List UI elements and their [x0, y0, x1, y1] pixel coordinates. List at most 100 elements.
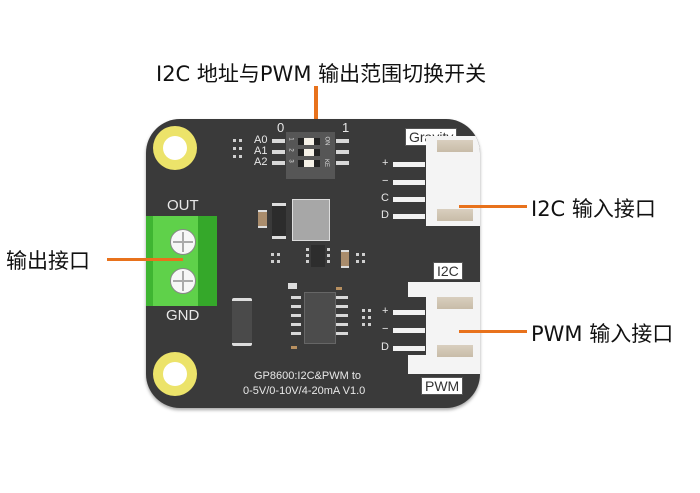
- dip-pad: [336, 139, 349, 143]
- power-diode: [232, 298, 252, 346]
- model-text-line2: 0-5V/0-10V/4-20mA V1.0: [243, 385, 366, 397]
- dip-pad: [336, 150, 349, 154]
- smd-pad: [362, 253, 365, 256]
- pwm-pin-plus: +: [382, 305, 389, 317]
- smd-pad: [362, 316, 365, 319]
- main-ic: [304, 292, 336, 344]
- smd-pad: [306, 248, 309, 251]
- dip-label-zero: 0: [277, 120, 285, 135]
- dip-toggle-3[interactable]: [298, 160, 320, 167]
- pwm-latch-top: [437, 297, 473, 309]
- smd-pad: [277, 260, 280, 263]
- smd-pad: [239, 155, 242, 158]
- dip-num-1: 1: [287, 137, 294, 141]
- dip-pad: [272, 150, 285, 154]
- smd-pad: [239, 139, 242, 142]
- i2c-input-callout: I2C 输入接口: [531, 197, 656, 221]
- dip-row-a2: A2: [254, 156, 268, 168]
- capacitor: [258, 210, 267, 228]
- smd-pad: [362, 323, 365, 326]
- i2c-leader-line: [459, 205, 527, 208]
- smd-pad: [327, 254, 330, 257]
- mounting-hole-top-left: [153, 126, 197, 170]
- output-screw-terminal[interactable]: [146, 216, 217, 306]
- smd-pad: [362, 309, 365, 312]
- ic-pin: [336, 314, 348, 317]
- i2c-pin-plus: +: [382, 157, 389, 169]
- dip-pad: [336, 161, 349, 165]
- i2c-pin-minus: −: [382, 175, 389, 187]
- smd-pad: [239, 147, 242, 150]
- smd-pad: [271, 260, 274, 263]
- output-callout: 输出接口: [6, 249, 90, 273]
- dip-row-a0: A0: [254, 134, 268, 146]
- resistor: [288, 283, 297, 289]
- dip-ke-label: KE: [323, 158, 330, 168]
- i2c-pin: [393, 162, 425, 167]
- smd-pad: [277, 253, 280, 256]
- gnd-label: GND: [166, 307, 200, 324]
- i2c-pin-d: D: [381, 209, 389, 221]
- dip-on-label: ON: [323, 136, 330, 146]
- ic-pin: [291, 332, 301, 335]
- smd-pad: [362, 260, 365, 263]
- smd-pad: [306, 254, 309, 257]
- screw-gnd[interactable]: [170, 268, 196, 294]
- resistor: [336, 287, 342, 290]
- out-label: OUT: [167, 197, 199, 214]
- pwm-pin: [393, 346, 425, 351]
- smd-pad: [233, 139, 236, 142]
- smd-pad: [233, 147, 236, 150]
- i2c-pin: [393, 214, 425, 219]
- smd-pad: [368, 323, 371, 326]
- dip-label-one: 1: [342, 120, 350, 135]
- ic-small: [311, 245, 325, 267]
- dip-num-3: 3: [287, 159, 294, 163]
- capacitor: [341, 250, 349, 268]
- pwm-leader-line: [459, 330, 527, 333]
- dip-switch-callout: I2C 地址与PWM 输出范围切换开关: [156, 62, 487, 86]
- resistor: [291, 346, 297, 349]
- i2c-pin: [393, 180, 425, 185]
- diode: [272, 203, 286, 239]
- ic-pin: [291, 314, 301, 317]
- smd-pad: [233, 155, 236, 158]
- pwm-pin-minus: −: [382, 323, 389, 335]
- ic-pin: [336, 296, 348, 299]
- pwm-input-callout: PWM 输入接口: [531, 322, 674, 346]
- ic-pin: [336, 323, 348, 326]
- ic-pin: [291, 296, 301, 299]
- pcb-board: 0 1 A0 A1 A2 1 2 3 ON KE OUT GND: [146, 119, 480, 408]
- pwm-pin: [393, 310, 425, 315]
- i2c-latch-top: [437, 140, 473, 152]
- i2c-latch-bottom: [437, 209, 473, 221]
- output-leader-line: [107, 258, 183, 261]
- screw-out[interactable]: [170, 229, 196, 255]
- i2c-pin: [393, 197, 425, 202]
- i2c-label: I2C: [433, 262, 463, 280]
- smd-pad: [356, 260, 359, 263]
- inductor: [292, 199, 330, 241]
- i2c-pin-c: C: [381, 192, 389, 204]
- dip-switch[interactable]: 1 2 3 ON KE: [286, 132, 335, 179]
- smd-pad: [327, 260, 330, 263]
- mounting-hole-bottom-left: [153, 352, 197, 396]
- dip-switch-leader-line: [314, 86, 318, 146]
- dip-pad: [272, 161, 285, 165]
- pwm-label: PWM: [421, 377, 464, 395]
- dip-row-a1: A1: [254, 145, 268, 157]
- smd-pad: [356, 253, 359, 256]
- smd-pad: [306, 260, 309, 263]
- smd-pad: [368, 309, 371, 312]
- dip-num-2: 2: [287, 148, 294, 152]
- pwm-latch-bottom: [437, 345, 473, 357]
- model-text-line1: GP8600:I2C&PWM to: [254, 370, 361, 382]
- ic-pin: [291, 323, 301, 326]
- ic-pin: [336, 332, 348, 335]
- dip-toggle-1[interactable]: [298, 138, 320, 145]
- smd-pad: [368, 316, 371, 319]
- ic-pin: [291, 305, 301, 308]
- pwm-pin: [393, 328, 425, 333]
- ic-pin: [336, 305, 348, 308]
- dip-toggle-2[interactable]: [298, 149, 320, 156]
